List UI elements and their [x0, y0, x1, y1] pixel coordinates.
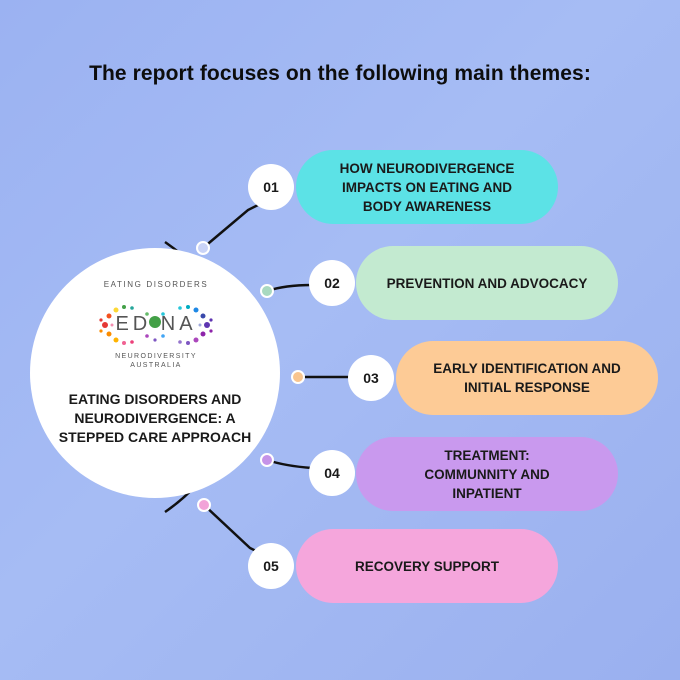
theme-label-02: PREVENTION AND ADVOCACY	[386, 275, 588, 291]
theme-label-01: HOW NEURODIVERGENCE IMPACTS ON EATING AN…	[339, 160, 515, 214]
theme-number-04: 04	[309, 450, 355, 496]
logo-bottom-text: NEURODIVERSITY AUSTRALIA	[97, 352, 215, 370]
edna-logo: EATING DISORDERS ED NA NEUR	[97, 280, 215, 380]
theme-pill-01: HOW NEURODIVERGENCE IMPACTS ON EATING AN…	[296, 150, 558, 224]
arc-dot-03	[291, 370, 305, 384]
page-title: The report focuses on the following main…	[89, 62, 591, 85]
hub-title: EATING DISORDERS AND NEURODIVERGENCE: A …	[58, 391, 252, 445]
spoke-line-05	[203, 504, 259, 554]
theme-label-04: TREATMENT: COMMUNNITY AND INPATIENT	[424, 447, 550, 501]
theme-pill-02: PREVENTION AND ADVOCACY	[356, 246, 618, 320]
arc-dot-04	[260, 453, 274, 467]
logo-wordmark: ED NA	[115, 313, 197, 335]
theme-number-05: 05	[248, 543, 294, 589]
logo-top-text: EATING DISORDERS	[103, 280, 209, 289]
theme-label-03: EARLY IDENTIFICATION AND INITIAL RESPONS…	[433, 361, 621, 395]
spoke-line-01	[202, 203, 259, 249]
logo-bottom-line-1: NEURODIVERSITY	[115, 353, 197, 360]
theme-pill-04: TREATMENT: COMMUNNITY AND INPATIENT	[356, 437, 618, 511]
arc-dot-05	[197, 498, 211, 512]
theme-number-01: 01	[248, 164, 294, 210]
arc-dot-02	[260, 284, 274, 298]
arc-dot-01	[196, 241, 210, 255]
logo-dot-ring-icon	[99, 305, 213, 345]
theme-pill-05: RECOVERY SUPPORT	[296, 529, 558, 603]
theme-label-05: RECOVERY SUPPORT	[354, 558, 500, 574]
theme-number-03: 03	[348, 355, 394, 401]
logo-bottom-line-2: AUSTRALIA	[130, 362, 182, 369]
central-hub-circle	[30, 248, 280, 498]
theme-pill-03: EARLY IDENTIFICATION AND INITIAL RESPONS…	[396, 341, 658, 415]
theme-number-02: 02	[309, 260, 355, 306]
